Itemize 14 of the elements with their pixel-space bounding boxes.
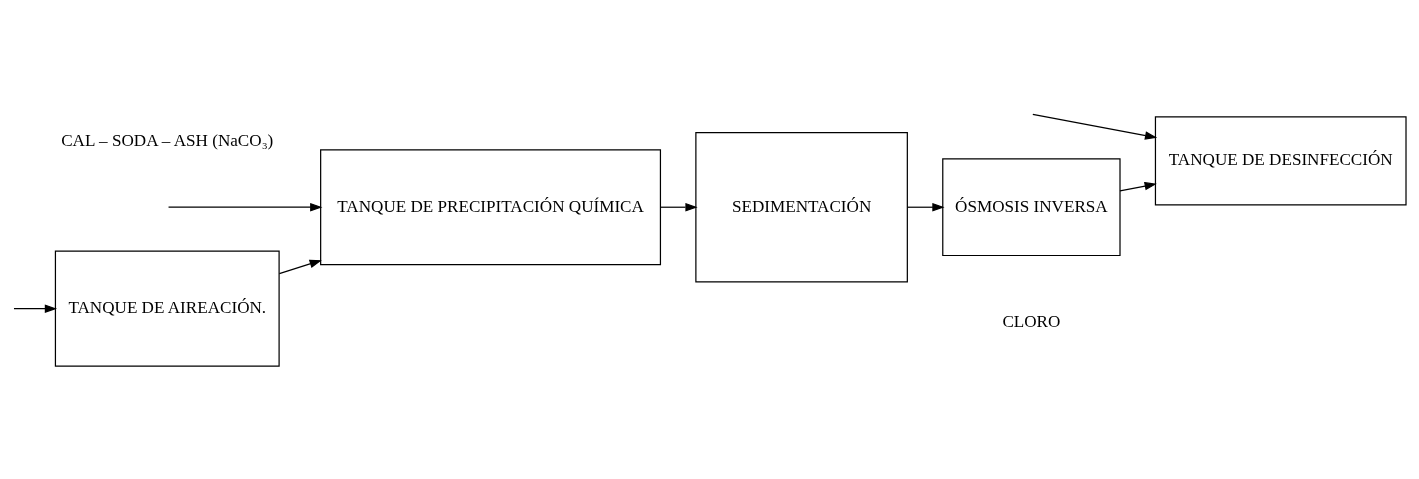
arrow bbox=[1119, 181, 1157, 191]
label: CAL – SODA – ASH (NaCO₃) bbox=[61, 130, 274, 150]
node-box: SEDIMENTACIÓN bbox=[695, 131, 908, 282]
label: CLORO bbox=[1002, 311, 1061, 331]
node-box: TANQUE DE DESINFECCIÓN bbox=[1154, 115, 1407, 205]
node-box: ÓSMOSIS INVERSA bbox=[942, 157, 1121, 256]
node-box: TANQUE DE AIREACIÓN. bbox=[54, 250, 280, 367]
arrow bbox=[278, 259, 322, 274]
arrow bbox=[167, 202, 323, 211]
arrow bbox=[13, 303, 58, 313]
node-box: TANQUE DE PRECIPITACIÓN QUÍMICA bbox=[320, 148, 662, 265]
arrow bbox=[906, 202, 945, 211]
arrow bbox=[1032, 113, 1158, 140]
arrow bbox=[659, 202, 698, 211]
